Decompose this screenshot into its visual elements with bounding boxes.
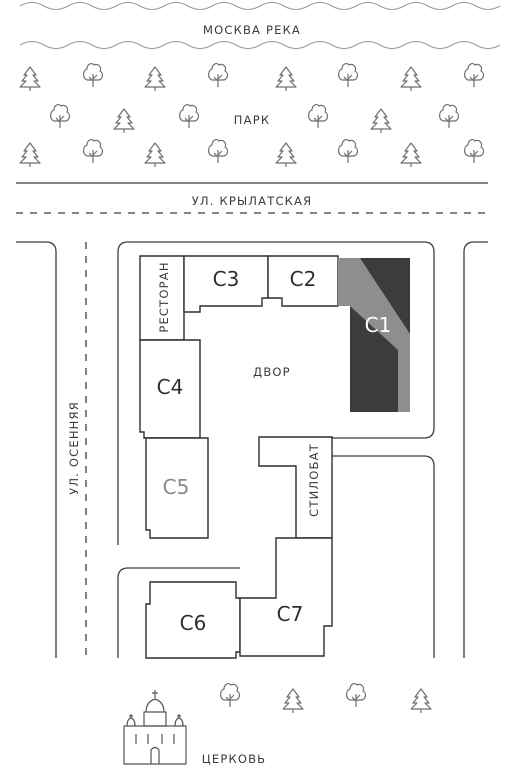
building-c6-shape: [145, 581, 241, 659]
block-outlines: [117, 241, 488, 658]
building-c4-shape: [139, 339, 201, 439]
building-c4-label: С4: [157, 375, 184, 399]
building-c3-label: С3: [213, 267, 240, 291]
street-north: [16, 182, 488, 214]
building-c5-label: С5: [163, 475, 190, 499]
stylobate-label: СТИЛОБАТ: [307, 443, 321, 517]
park-label: ПАРК: [234, 113, 270, 127]
river-waves: [19, 1, 501, 50]
street-west-label: УЛ. ОСЕННЯЯ: [67, 401, 81, 495]
building-c5-shape: [145, 437, 209, 539]
building-c1-highlight-strip: [338, 258, 410, 412]
church-trees: [220, 682, 432, 714]
building-c2-label: С2: [290, 267, 317, 291]
church-label: ЦЕРКОВЬ: [202, 752, 267, 766]
building-c1-label: С1: [365, 313, 392, 337]
stylobate-shape: [258, 436, 333, 539]
building-c7-shape: [239, 537, 333, 657]
building-c6-label: С6: [180, 611, 207, 635]
street-north-label: УЛ. КРЫЛАТСКАЯ: [192, 194, 313, 208]
church-icon: [123, 690, 187, 765]
restaurant-label: РЕСТОРАН: [157, 261, 171, 332]
building-c7-label: С7: [277, 602, 304, 626]
street-west: [16, 241, 87, 658]
building-c2-shape: [267, 255, 339, 307]
courtyard-label: ДВОР: [253, 365, 291, 379]
river-label: МОСКВА РЕКА: [203, 23, 301, 37]
